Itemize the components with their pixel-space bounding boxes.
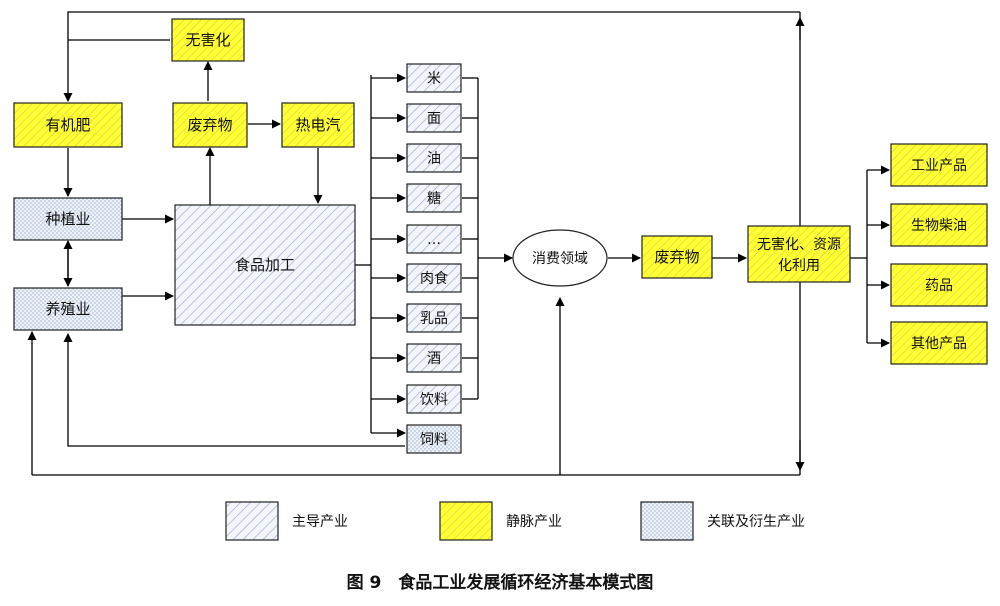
- consumption-node: 消费领域: [512, 229, 608, 287]
- svg-text:饮料: 饮料: [420, 392, 448, 408]
- product-list: 米 面 油 糖 … 肉食 乳品 酒 饮料 饲料: [406, 63, 462, 454]
- output-item: 其他产品: [890, 321, 988, 365]
- svg-text:肉食: 肉食: [420, 270, 448, 287]
- legend: 主导产业 静脉产业 关联及衍生产业: [225, 501, 805, 541]
- waste-top-node: 废弃物: [172, 102, 248, 148]
- legend-related: 关联及衍生产业: [640, 501, 805, 541]
- svg-text:药品: 药品: [925, 278, 953, 294]
- legend-related-label: 关联及衍生产业: [707, 514, 805, 530]
- svg-text:生物柴油: 生物柴油: [911, 218, 967, 234]
- breeding-node: 养殖业: [13, 287, 123, 331]
- reuse-label-line1: 无害化、资源: [757, 237, 841, 253]
- harmless-top-node: 无害化: [171, 18, 245, 62]
- svg-text:米: 米: [427, 71, 441, 87]
- legend-lead-swatch: [225, 501, 279, 541]
- fertilizer-node: 有机肥: [13, 102, 123, 148]
- consumption-label: 消费领域: [532, 251, 588, 267]
- svg-text:乳品: 乳品: [420, 311, 448, 327]
- product-item: 肉食: [406, 263, 462, 293]
- product-item: 乳品: [406, 303, 462, 333]
- svg-text:饲料: 饲料: [420, 432, 448, 448]
- legend-venous-label: 静脉产业: [506, 514, 562, 530]
- product-item: 米: [406, 63, 462, 93]
- reuse-node: 无害化、资源 化利用: [747, 225, 851, 283]
- figure-caption: 图 9 食品工业发展循环经济基本模式图: [347, 572, 654, 593]
- waste-top-label: 废弃物: [187, 116, 232, 134]
- output-item: 工业产品: [890, 143, 988, 187]
- waste-right-label: 废弃物: [654, 248, 699, 266]
- product-item: 酒: [406, 343, 462, 373]
- breeding-label: 养殖业: [45, 300, 90, 318]
- legend-venous-swatch: [439, 501, 493, 541]
- legend-lead-label: 主导产业: [292, 514, 348, 530]
- svg-text:工业产品: 工业产品: [911, 158, 967, 174]
- loop-top-arrow: [63, 11, 800, 102]
- planting-label: 种植业: [45, 210, 90, 228]
- feed-to-breeding-arrow: [63, 333, 405, 447]
- svg-text:糖: 糖: [427, 191, 441, 207]
- processing-label: 食品加工: [235, 256, 295, 274]
- svg-text:其他产品: 其他产品: [911, 336, 967, 352]
- output-list: 工业产品 生物柴油 药品 其他产品: [890, 143, 988, 365]
- product-item: 油: [406, 143, 462, 173]
- processing-node: 食品加工: [174, 204, 356, 326]
- fertilizer-label: 有机肥: [45, 116, 90, 134]
- cogen-label: 热电汽: [295, 116, 340, 134]
- product-item: 面: [406, 103, 462, 133]
- svg-text:油: 油: [427, 151, 441, 167]
- product-item: …: [406, 224, 462, 254]
- planting-node: 种植业: [13, 197, 123, 241]
- legend-related-swatch: [640, 501, 694, 541]
- cogen-node: 热电汽: [281, 102, 355, 148]
- product-item: 糖: [406, 183, 462, 213]
- product-item: 饮料: [406, 384, 462, 414]
- svg-text:酒: 酒: [427, 351, 441, 367]
- reuse-label-line2: 化利用: [778, 258, 820, 274]
- bus-to-product-arrows: [371, 73, 406, 438]
- harmless-top-label: 无害化: [185, 31, 230, 49]
- output-item: 药品: [890, 263, 988, 307]
- legend-venous: 静脉产业: [439, 501, 562, 541]
- connectors: [27, 11, 890, 476]
- output-item: 生物柴油: [890, 203, 988, 247]
- waste-right-node: 废弃物: [641, 235, 713, 279]
- svg-text:面: 面: [427, 111, 441, 127]
- svg-text:…: …: [427, 232, 441, 248]
- legend-lead: 主导产业: [225, 501, 348, 541]
- product-item: 饲料: [406, 424, 462, 454]
